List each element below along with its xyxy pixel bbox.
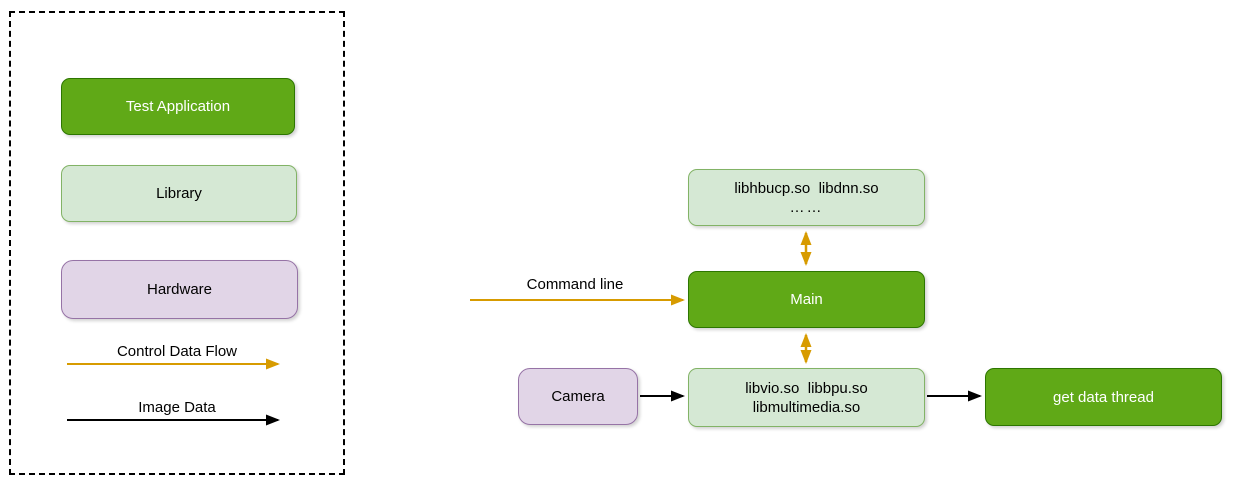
get-data-thread-box: get data thread	[985, 368, 1222, 426]
main-box: Main	[688, 271, 925, 328]
mid-library-box: libvio.so libbpu.so libmultimedia.so	[688, 368, 925, 427]
top-library-label-line1: libhbucp.so libdnn.so	[734, 179, 879, 197]
legend-hardware-box: Hardware	[61, 260, 298, 319]
top-library-box: libhbucp.so libdnn.so ……	[688, 169, 925, 226]
legend-control-data-flow-label: Control Data Flow	[116, 343, 238, 360]
command-line-label: Command line	[526, 276, 624, 293]
get-data-thread-label: get data thread	[1053, 388, 1154, 406]
main-label: Main	[790, 291, 823, 308]
mid-library-label-line1: libvio.so libbpu.so	[745, 379, 868, 397]
legend-hardware-label: Hardware	[146, 281, 213, 298]
legend-panel: Test Application Library Hardware Contro…	[9, 11, 345, 475]
mid-library-label-line2: libmultimedia.so	[752, 398, 861, 416]
legend-library-label: Library	[156, 185, 202, 202]
legend-image-data-label: Image Data	[138, 399, 216, 416]
camera-label: Camera	[551, 388, 605, 405]
legend-library-box: Library	[61, 165, 297, 222]
legend-test-application-box: Test Application	[61, 78, 295, 135]
camera-box: Camera	[518, 368, 638, 425]
legend-test-application-label: Test Application	[125, 98, 231, 115]
top-library-label-line2: ……	[789, 198, 824, 216]
